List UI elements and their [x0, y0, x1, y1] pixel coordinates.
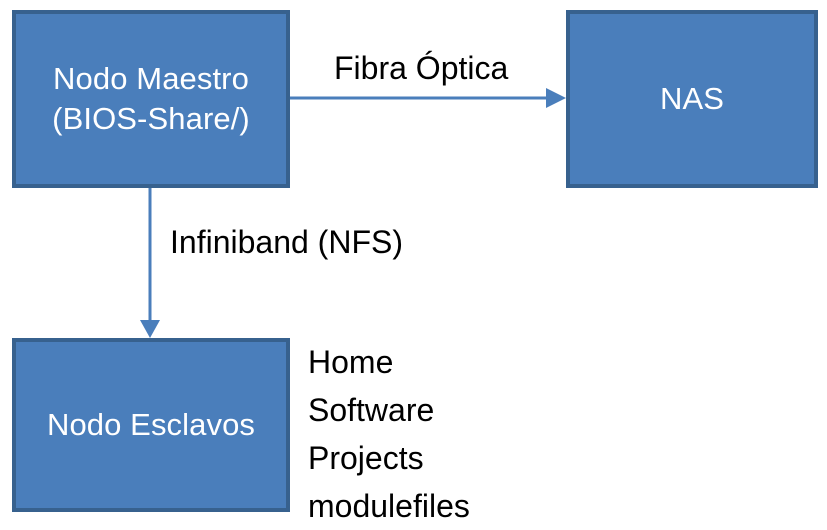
arrowhead-right-icon: [546, 88, 566, 108]
share-list-item-modulefiles: modulefiles: [308, 488, 470, 524]
node-nas[interactable]: NAS: [566, 10, 818, 188]
share-list-item-software: Software: [308, 392, 435, 428]
arrowhead-down-icon: [140, 320, 160, 338]
node-slave-label: Nodo Esclavos: [46, 407, 256, 443]
connector-master-to-slave: [140, 188, 160, 338]
connector-label-fibra-optica: Fibra Óptica: [334, 50, 509, 86]
share-list-item-home: Home: [308, 344, 394, 380]
node-slave[interactable]: Nodo Esclavos: [12, 338, 290, 512]
node-master[interactable]: Nodo Maestro (BIOS-Share/): [12, 10, 290, 188]
connector-master-to-nas: [290, 88, 566, 108]
node-master-line-2: (BIOS-Share/): [52, 101, 250, 136]
connector-label-infiniband: Infiniband (NFS): [170, 224, 403, 260]
node-nas-label: NAS: [659, 81, 725, 117]
share-list: Home Software Projects modulefiles: [308, 338, 538, 530]
node-master-line-1: Nodo Maestro: [53, 61, 249, 97]
share-list-item-projects: Projects: [308, 440, 424, 476]
